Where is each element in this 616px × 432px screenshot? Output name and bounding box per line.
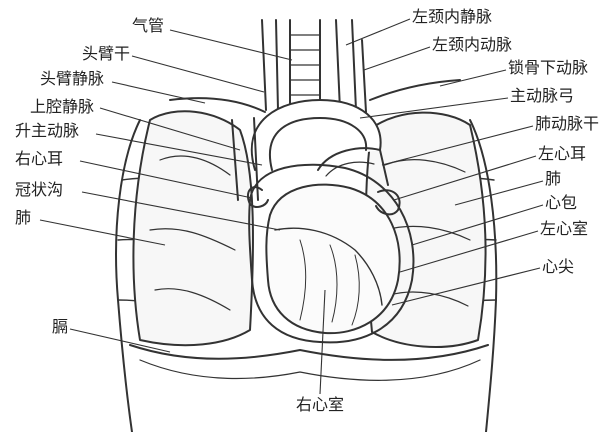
left-jugular-vein	[336, 20, 356, 110]
label-brachiocephalic-trunk: 头臂干	[82, 45, 130, 63]
label-pulmonary-trunk: 肺动脉干	[535, 115, 599, 133]
label-lung-right: 肺	[545, 170, 561, 188]
brachiocephalic-trunk	[262, 20, 278, 110]
brachiocephalic-vein	[170, 98, 265, 112]
label-aortic-arch: 主动脉弓	[510, 87, 574, 105]
label-superior-vena-cava: 上腔静脉	[30, 98, 94, 116]
label-left-internal-carotid-artery: 左颈内动脉	[432, 36, 512, 54]
label-left-ventricle: 左心室	[540, 220, 588, 238]
label-left-internal-jugular-vein: 左颈内静脉	[412, 8, 492, 26]
subclavian-artery	[370, 80, 460, 100]
lung-left-outline	[133, 111, 253, 345]
label-diaphragm: 膈	[52, 318, 68, 336]
label-left-auricle: 左心耳	[538, 145, 586, 163]
heart-outline	[266, 185, 399, 334]
label-trachea: 气管	[132, 17, 164, 35]
label-pericardium: 心包	[545, 194, 577, 212]
label-ascending-aorta: 升主动脉	[15, 122, 79, 140]
label-coronary-sulcus: 冠状沟	[15, 181, 63, 199]
label-right-ventricle: 右心室	[296, 396, 344, 414]
label-apex: 心尖	[542, 258, 574, 276]
label-brachiocephalic-vein: 头臂静脉	[40, 70, 104, 88]
label-lung-left: 肺	[15, 209, 31, 227]
left-carotid-artery	[362, 40, 366, 112]
label-subclavian-artery: 锁骨下动脉	[508, 59, 588, 77]
label-right-auricle: 右心耳	[15, 150, 63, 168]
